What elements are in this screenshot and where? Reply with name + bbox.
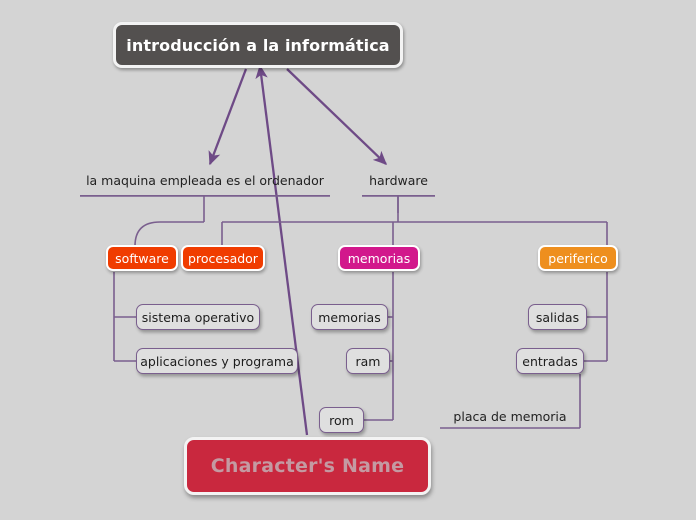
arrow-bottom-node-to-root <box>255 64 309 436</box>
category-node-periferico-label: periferico <box>548 250 608 266</box>
branch-label-maquina[interactable]: la maquina empleada es el ordenador <box>80 172 330 196</box>
leaf-node-aplicaciones-programa-label: aplicaciones y programa <box>140 353 294 369</box>
leaf-node-salidas-label: salidas <box>535 309 580 325</box>
branch-label-hardware-text: hardware <box>369 173 428 188</box>
arrow-root-to-maquina <box>208 68 248 166</box>
leaf-node-ram[interactable]: ram <box>346 348 390 374</box>
category-node-memorias-label: memorias <box>347 250 411 266</box>
category-node-procesador[interactable]: procesador <box>181 245 265 271</box>
leaf-node-memorias[interactable]: memorias <box>311 304 388 330</box>
leaf-node-rom[interactable]: rom <box>319 407 364 433</box>
leaf-node-entradas-label: entradas <box>522 353 578 369</box>
leaf-node-rom-label: rom <box>329 412 354 428</box>
branch-label-maquina-text: la maquina empleada es el ordenador <box>86 173 324 188</box>
category-node-software-label: software <box>115 250 169 266</box>
leaf-node-sistema-operativo-label: sistema operativo <box>141 309 255 325</box>
arrow-root-to-hardware <box>286 68 387 165</box>
category-node-procesador-label: procesador <box>188 250 258 266</box>
category-node-memorias[interactable]: memorias <box>338 245 420 271</box>
leaf-node-sistema-operativo[interactable]: sistema operativo <box>136 304 260 330</box>
leaf-node-aplicaciones-programa[interactable]: aplicaciones y programa <box>136 348 298 374</box>
leaf-node-ram-label: ram <box>355 353 381 369</box>
wire-maquina-to-software <box>134 221 204 247</box>
category-node-periferico[interactable]: periferico <box>538 245 618 271</box>
branch-label-hardware[interactable]: hardware <box>362 172 435 196</box>
note-label-placa-de-memoria-text: placa de memoria <box>453 409 567 424</box>
bottom-node-character-name[interactable]: Character's Name <box>184 437 431 495</box>
root-node-label: introducción a la informática <box>126 35 390 55</box>
note-label-placa-de-memoria[interactable]: placa de memoria <box>440 408 580 430</box>
leaf-node-memorias-label: memorias <box>318 309 381 325</box>
bottom-node-character-name-label: Character's Name <box>210 455 405 477</box>
leaf-node-salidas[interactable]: salidas <box>528 304 587 330</box>
root-node[interactable]: introducción a la informática <box>113 22 403 68</box>
leaf-node-entradas[interactable]: entradas <box>516 348 584 374</box>
category-node-software[interactable]: software <box>106 245 178 271</box>
